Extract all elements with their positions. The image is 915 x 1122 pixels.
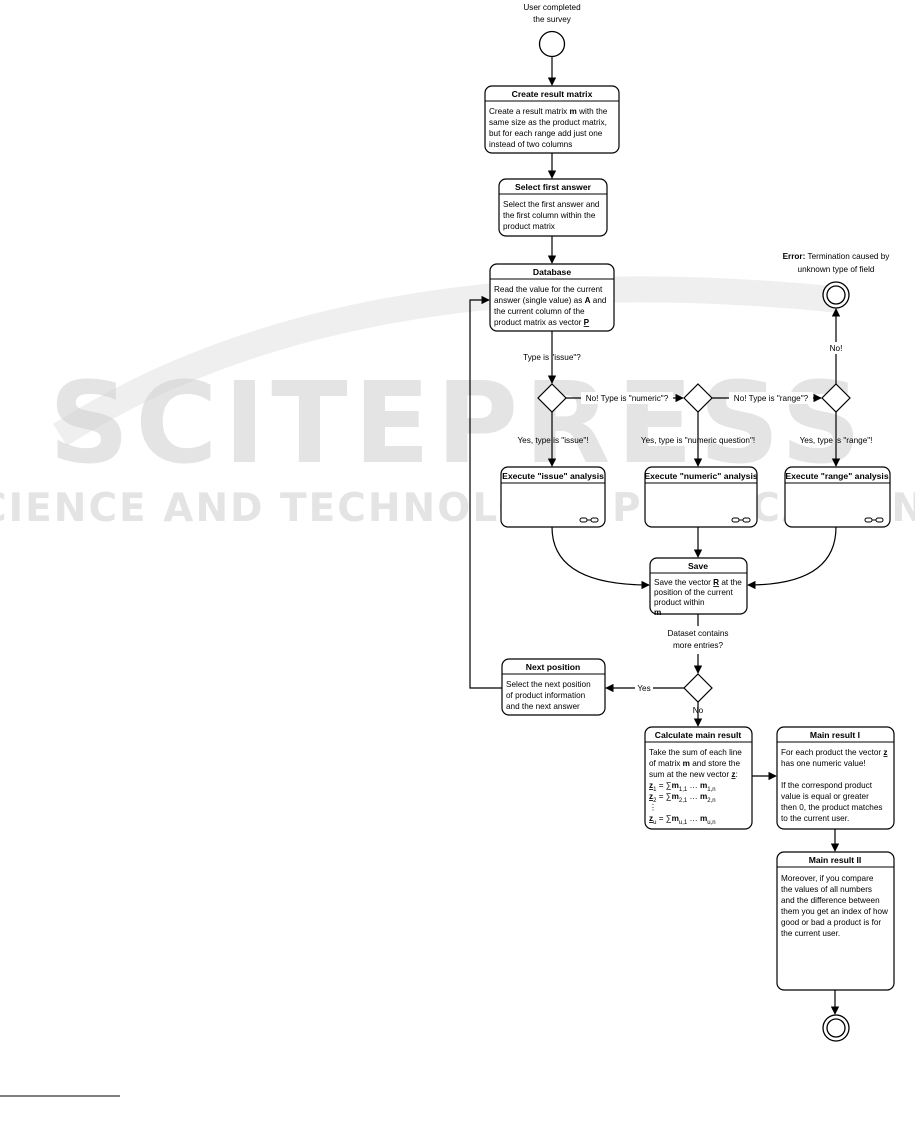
node-calculate-main-result: Calculate main result Take the sum of ea… xyxy=(644,726,753,830)
start-label-2: the survey xyxy=(533,15,572,24)
start-node xyxy=(538,30,566,58)
node-save-title: Save xyxy=(688,561,708,571)
node-calc-title: Calculate main result xyxy=(655,730,742,740)
watermark: SCITEPRESS SCIENCE AND TECHNOLOGY PUBLIC… xyxy=(0,276,915,531)
subactivity-icon xyxy=(731,517,751,523)
node-select-title: Select first answer xyxy=(515,182,592,192)
label-type-issue: Type is "issue"? xyxy=(523,353,581,362)
node-next-title: Next position xyxy=(526,662,580,672)
node-numeric-analysis: Execute "numeric" analysis xyxy=(644,466,758,528)
node-main-result-1: Main result I For each product the vecto… xyxy=(776,726,895,830)
error-end-node xyxy=(822,281,850,309)
error-label-2: unknown type of field xyxy=(798,265,875,274)
node-select-first-answer: Select first answer Select the first ans… xyxy=(498,178,608,237)
label-yes-issue: Yes, type is "issue"! xyxy=(517,436,588,445)
label-no-error: No! xyxy=(830,344,843,353)
label-dataset-more-1: Dataset contains xyxy=(668,629,729,638)
node-issue-title: Execute "issue" analysis xyxy=(502,471,604,481)
node-range-title: Execute "range" analysis xyxy=(785,471,888,481)
node-issue-analysis: Execute "issue" analysis xyxy=(500,466,606,528)
node-database-title: Database xyxy=(533,267,571,277)
end-node xyxy=(822,1014,850,1042)
label-no-range: No! Type is "range"? xyxy=(734,394,809,403)
label-yes-more: Yes xyxy=(637,684,650,693)
label-yes-numeric: Yes, type is "numeric question"! xyxy=(641,436,755,445)
node-res1-title: Main result I xyxy=(810,730,860,740)
decision-more-entries xyxy=(683,673,713,703)
label-yes-range: Yes, type is "range"! xyxy=(800,436,873,445)
node-range-analysis: Execute "range" analysis xyxy=(784,466,891,528)
node-res2-title: Main result II xyxy=(809,855,862,865)
node-create-title: Create result matrix xyxy=(512,89,593,99)
label-no-numeric: No! Type is "numeric"? xyxy=(586,394,669,403)
error-label-1: Error: Termination caused by xyxy=(783,252,891,261)
watermark-subtitle: SCIENCE AND TECHNOLOGY PUBLICATIONS xyxy=(0,486,915,531)
node-create-result-matrix: Create result matrix Create a result mat… xyxy=(484,85,620,154)
node-numeric-title: Execute "numeric" analysis xyxy=(644,471,757,481)
label-dataset-more-2: more entries? xyxy=(673,641,724,650)
subactivity-icon xyxy=(579,517,599,523)
label-no-more: No xyxy=(693,706,704,715)
subactivity-icon xyxy=(864,517,884,523)
watermark-swoosh xyxy=(53,276,842,446)
start-label-1: User completed xyxy=(523,3,581,12)
